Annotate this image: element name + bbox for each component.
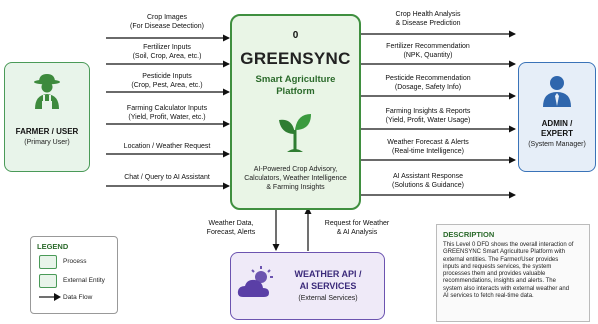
- admin-title-line2: EXPERT: [540, 129, 573, 138]
- legend-entity-label: External Entity: [63, 277, 105, 284]
- legend-flow-arrow-icon: [39, 293, 61, 301]
- input-label-fertilizer: Fertilizer Inputs (Soil, Crop, Area, etc…: [132, 44, 202, 60]
- farmer-title: FARMER / USER: [15, 127, 79, 136]
- input-label-calculator: Farming Calculator Inputs (Yield, Profit…: [126, 105, 208, 121]
- description-box: DESCRIPTION This Level 0 DFD shows the o…: [436, 224, 590, 322]
- legend-box: LEGEND Process External Entity Data Flow: [30, 236, 118, 314]
- legend-title: LEGEND: [37, 242, 69, 251]
- description-text: This Level 0 DFD shows the overall inter…: [443, 242, 574, 300]
- output-label-ai-response: AI Assistant Response (Solutions & Guida…: [392, 173, 464, 189]
- output-label-fertilizer: Fertilizer Recommendation (NPK, Quantity…: [386, 43, 470, 59]
- greensync-process: 0 GREENSYNC Smart Agriculture Platform A…: [230, 14, 361, 210]
- weather-title-line2: AI SERVICES: [299, 281, 357, 291]
- input-label-chat: Chat / Query to AI Assistant: [124, 174, 210, 181]
- process-desc-line2: Calculators, Weather Intelligence: [244, 175, 347, 182]
- output-label-crop-health: Crop Health Analysis & Disease Predictio…: [395, 11, 461, 27]
- process-subtitle-line2: Platform: [276, 86, 315, 97]
- sprout-icon: [279, 114, 311, 152]
- output-label-insights: Farming Insights & Reports (Yield, Profi…: [385, 108, 471, 124]
- farmer-icon: [34, 74, 60, 109]
- weather-subtitle: (External Services): [298, 295, 358, 302]
- input-label-pesticide: Pesticide Inputs (Crop, Pest, Area, etc.…: [131, 73, 203, 89]
- input-label-crop-images: Crop Images (For Disease Detection): [130, 14, 204, 30]
- weather-ai-services-entity: WEATHER API / AI SERVICES (External Serv…: [230, 252, 385, 320]
- farmer-subtitle: (Primary User): [24, 139, 70, 146]
- process-desc-line1: AI-Powered Crop Advisory,: [253, 166, 338, 173]
- legend-entity-swatch: [39, 274, 57, 288]
- process-title: GREENSYNC: [240, 49, 351, 68]
- process-desc-line3: & Farming Insights: [266, 184, 325, 191]
- legend-process-label: Process: [63, 258, 87, 265]
- input-label-location: Location / Weather Request: [123, 143, 211, 150]
- weather-title-line1: WEATHER API /: [294, 269, 362, 279]
- legend-flow-label: Data Flow: [63, 294, 93, 301]
- weather-down-label: Weather Data, Forecast, Alerts: [206, 220, 256, 236]
- output-label-pesticide: Pesticide Recommendation (Dosage, Safety…: [385, 75, 471, 91]
- admin-subtitle: (System Manager): [528, 141, 586, 148]
- person-icon: [543, 76, 571, 107]
- process-number: 0: [292, 30, 299, 41]
- admin-expert-entity: ADMIN / EXPERT (System Manager): [518, 62, 596, 172]
- legend-process-swatch: [39, 255, 57, 269]
- process-subtitle-line1: Smart Agriculture: [255, 74, 336, 85]
- weather-up-label: Request for Weather & AI Analysis: [324, 220, 390, 236]
- output-label-weather-forecast: Weather Forecast & Alerts (Real-time Int…: [387, 139, 469, 155]
- description-title: DESCRIPTION: [443, 230, 495, 239]
- weather-icon: [237, 266, 273, 297]
- farmer-user-entity: FARMER / USER (Primary User): [4, 62, 90, 172]
- admin-title-line1: ADMIN /: [541, 119, 573, 128]
